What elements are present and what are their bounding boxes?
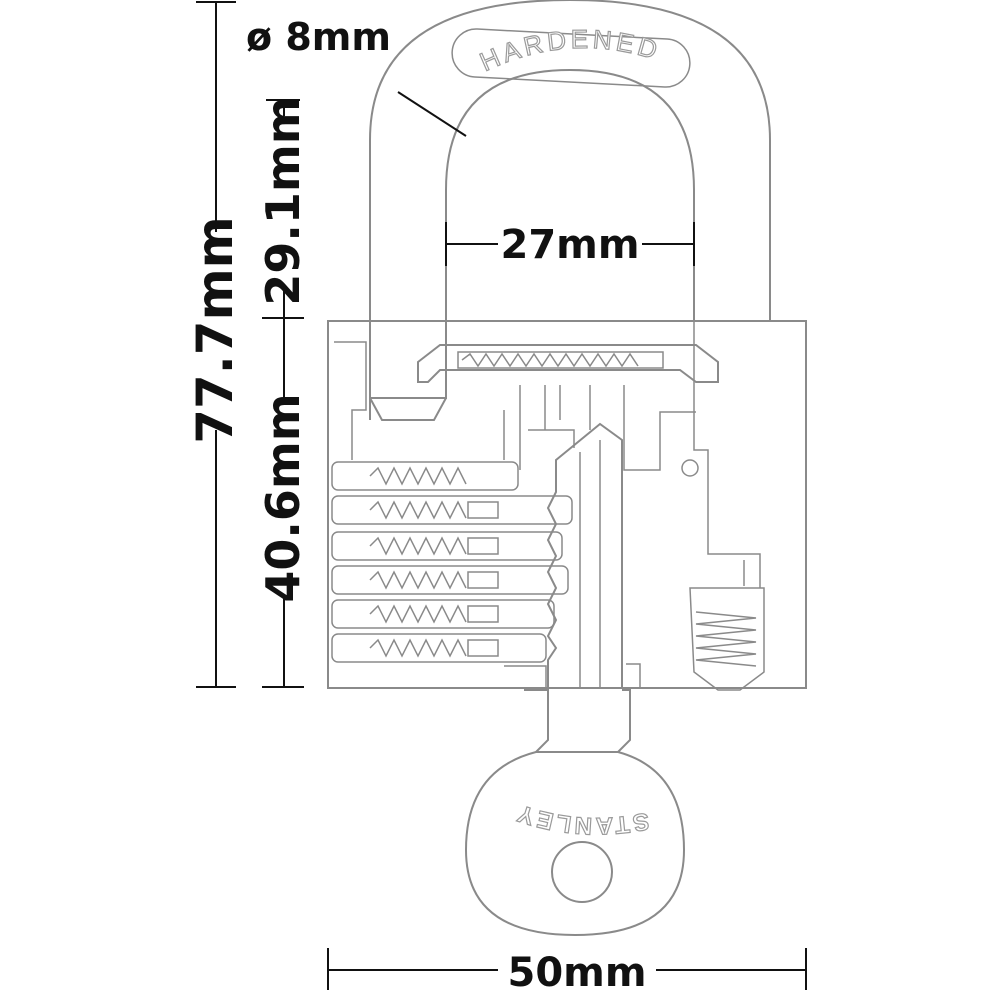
key-hole bbox=[551, 841, 613, 903]
hardened-band bbox=[451, 28, 691, 88]
body-width-label: 50mm bbox=[507, 950, 646, 996]
body-height-label: 40.6mm bbox=[256, 393, 310, 602]
overall-height-label: 77.7mm bbox=[186, 216, 244, 444]
shackle-diameter-label: ø 8mm bbox=[246, 15, 391, 59]
lock-body bbox=[327, 320, 807, 691]
key: STANLEY bbox=[464, 689, 686, 937]
key-bow bbox=[464, 751, 686, 937]
key-blade bbox=[546, 422, 623, 689]
body-outline bbox=[327, 320, 807, 689]
shackle-outer bbox=[369, 0, 771, 420]
shackle-inner bbox=[445, 68, 695, 322]
key-neck bbox=[524, 689, 631, 753]
shackle-clearance-label: 29.1mm bbox=[256, 96, 310, 305]
dimension-lines bbox=[196, 1, 807, 990]
key-brand-marking: STANLEY bbox=[512, 798, 651, 839]
pin-tumblers bbox=[331, 461, 573, 688]
inner-width-label: 27mm bbox=[500, 222, 639, 268]
